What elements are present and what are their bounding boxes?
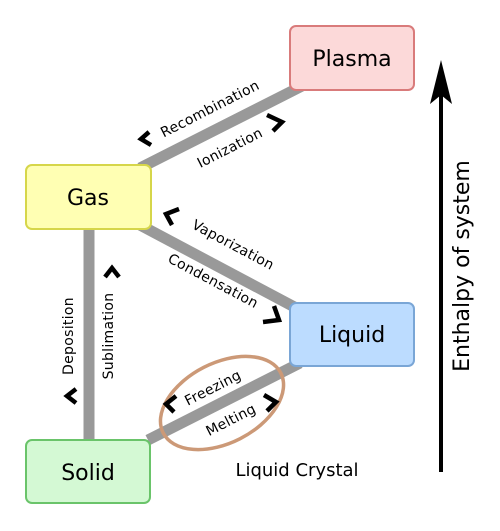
- liquid-crystal-label: Liquid Crystal: [235, 460, 358, 481]
- liquid-crystal-ring: [158, 354, 286, 452]
- melting-chevron-icon: [262, 393, 280, 413]
- deposition-label: Deposition: [61, 297, 77, 375]
- freezing-chevron-icon: [162, 394, 178, 414]
- state-solid: Solid: [25, 439, 151, 504]
- recombination-chevron-icon: [137, 130, 153, 147]
- solid-liquid-connector: [145, 358, 303, 445]
- gas-plasma-connector: [137, 81, 305, 173]
- vaporization-label: Vaporization: [189, 217, 276, 274]
- gas-box: [25, 164, 152, 230]
- arrow-up-icon: [430, 60, 452, 104]
- solid-box: [25, 439, 151, 504]
- gas-label: Gas: [67, 186, 109, 211]
- connector-lines: [83, 81, 305, 445]
- solid-label: Solid: [61, 461, 115, 486]
- state-gas: Gas: [25, 164, 152, 230]
- direction-chevrons: [63, 112, 286, 414]
- state-liquid: Liquid: [289, 302, 415, 367]
- state-plasma: Plasma: [289, 25, 415, 91]
- liquid-box: [289, 302, 415, 367]
- gas-liquid-connector: [137, 220, 303, 315]
- plasma-label: Plasma: [312, 47, 391, 72]
- plasma-box: [289, 25, 415, 91]
- ionization-chevron-icon: [266, 112, 286, 133]
- sublimation-label: Sublimation: [101, 293, 117, 380]
- sublimation-chevron-icon: [103, 264, 121, 279]
- vaporization-chevron-icon: [162, 206, 180, 227]
- deposition-chevron-icon: [63, 387, 78, 405]
- condensation-chevron-icon: [262, 305, 283, 325]
- enthalpy-axis: Enthalpy of system: [430, 60, 475, 472]
- enthalpy-axis-label: Enthalpy of system: [450, 160, 475, 372]
- liquid-label: Liquid: [319, 323, 385, 348]
